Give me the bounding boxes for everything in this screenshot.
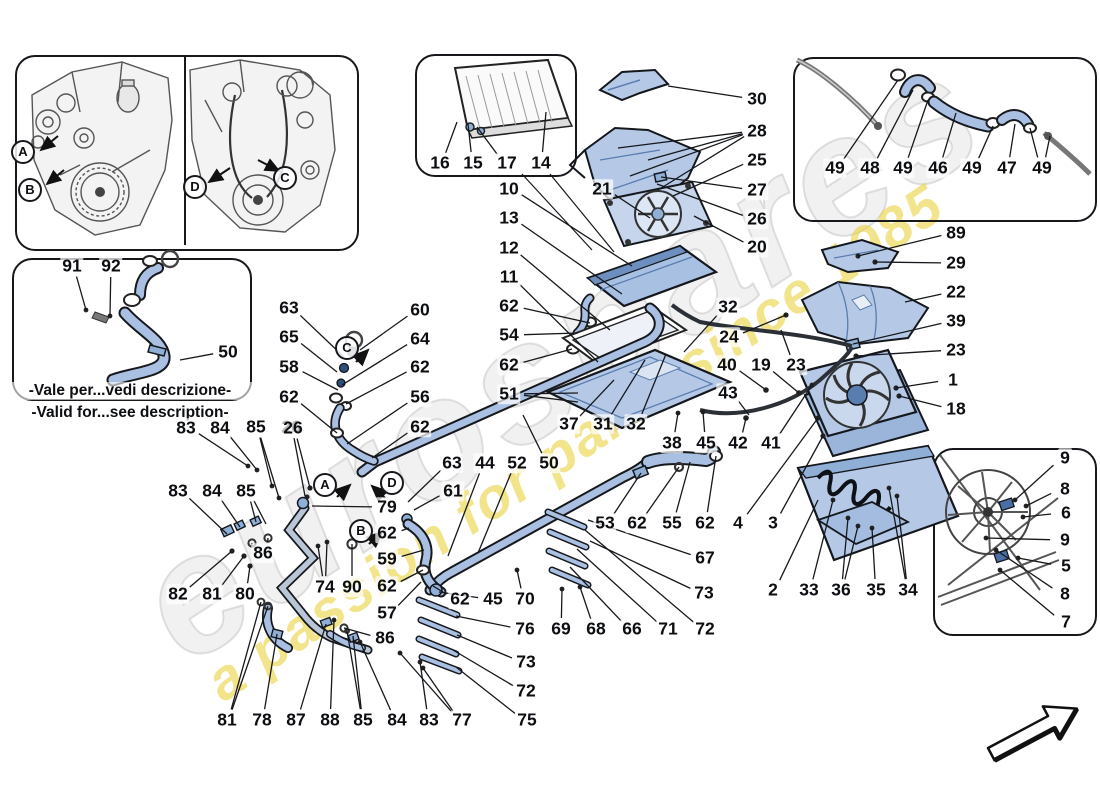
undertray-art [796,444,960,562]
radiator-stack-art [545,244,733,430]
direction-arrow [986,705,1080,763]
radiator-inset-art [453,58,615,253]
fan-assembly-art [670,238,930,458]
note-line-english: -Valid for...see description- [8,404,252,422]
fan-inset-art [937,454,1060,606]
leader-lines [75,79,1055,714]
note-inset-art [91,249,180,387]
hoses-inset-art [795,57,1092,176]
engine-views-art [31,57,336,245]
air-ducts-art [568,68,714,248]
note-line-italian: -Vale per...vedi descrizione- [8,382,252,400]
